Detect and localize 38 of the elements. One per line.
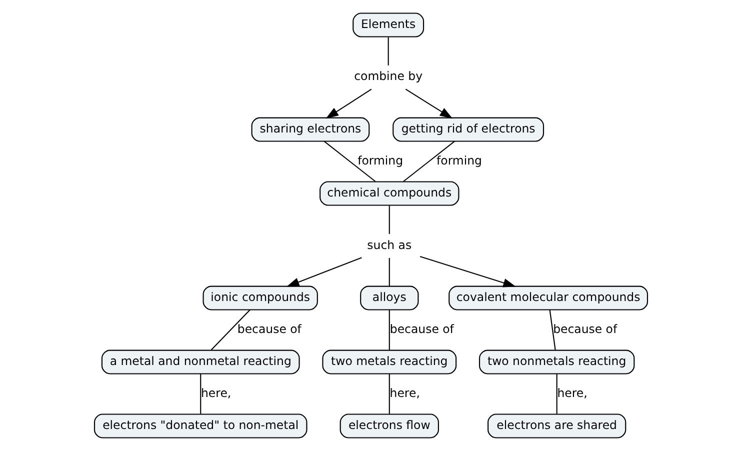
arrow <box>286 256 362 286</box>
connector <box>388 257 390 286</box>
connector <box>388 373 390 414</box>
node-box: alloys <box>360 285 419 310</box>
edge-label: here, <box>557 385 588 400</box>
arrow <box>405 88 453 118</box>
connector <box>388 36 389 65</box>
node-box: ionic compounds <box>202 285 318 310</box>
node-text: such as <box>367 237 412 252</box>
connector <box>324 140 376 182</box>
node-box: a metal and nonmetal reacting <box>101 349 300 374</box>
connector <box>200 373 202 414</box>
node-box: electrons flow <box>340 413 439 438</box>
node-box: sharing electrons <box>251 116 370 142</box>
node-box: electrons are shared <box>488 413 626 438</box>
node-box: getting rid of electrons <box>392 116 544 142</box>
node-box: Elements <box>352 12 424 37</box>
connector <box>388 309 390 350</box>
arrow <box>420 255 516 287</box>
node-box: two metals reacting <box>322 349 457 374</box>
edge-label: because of <box>390 322 454 336</box>
connector <box>403 140 455 182</box>
edge-label: forming <box>358 152 404 167</box>
edge-label: because of <box>553 322 618 336</box>
node-box: electrons "donated" to non-metal <box>94 413 308 438</box>
connector <box>210 309 250 350</box>
connector <box>556 373 558 414</box>
arrow <box>326 88 372 118</box>
node-box: chemical compounds <box>320 180 460 206</box>
edge-label: here, <box>390 385 420 400</box>
edge-label: because of <box>237 322 302 336</box>
connector <box>388 205 390 234</box>
node-text: combine by <box>354 68 423 83</box>
connector <box>549 309 556 350</box>
node-box: covalent molecular compounds <box>448 285 648 310</box>
edge-label: here, <box>201 385 232 400</box>
edge-label: forming <box>436 152 482 167</box>
node-box: two nonmetals reacting <box>478 349 635 374</box>
